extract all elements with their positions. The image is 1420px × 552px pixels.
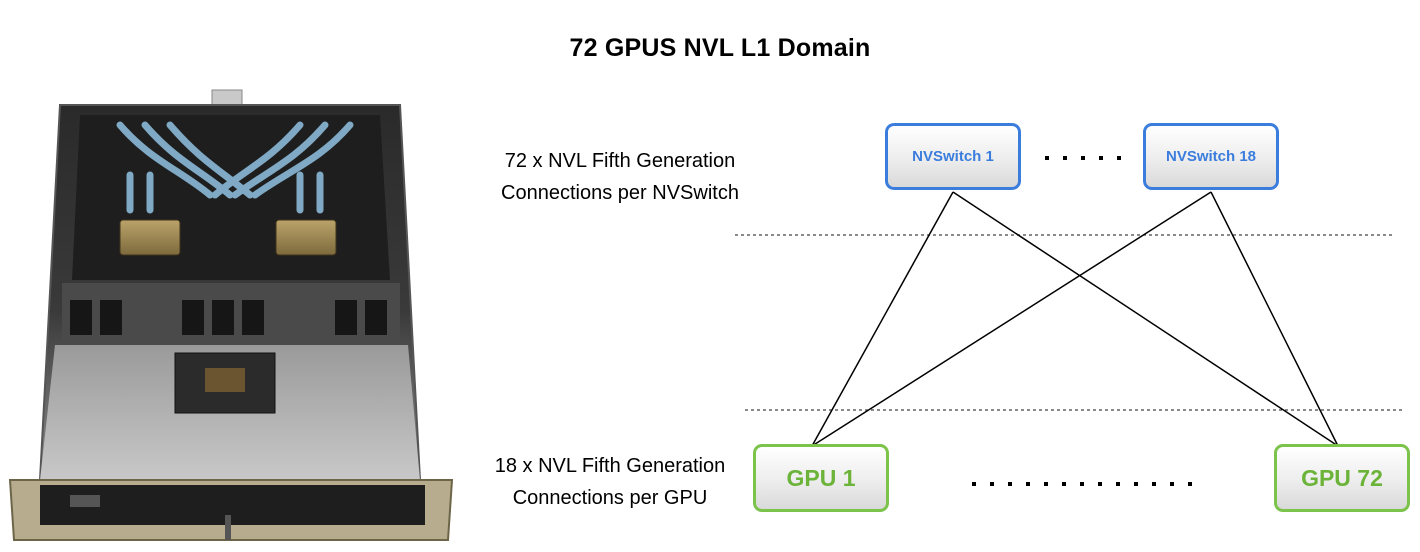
nvswitch-1-box: NVSwitch 1 bbox=[885, 123, 1021, 190]
nvswitch-18-box: NVSwitch 18 bbox=[1143, 123, 1279, 190]
nvswitch-connections-label: 72 x NVL Fifth Generation Connections pe… bbox=[501, 150, 739, 204]
nvswitch-tray-image bbox=[8, 89, 454, 541]
gpu-72-label: GPU 72 bbox=[1301, 464, 1383, 491]
gpu-connections-label: 18 x NVL Fifth Generation Connections pe… bbox=[494, 455, 726, 509]
nvswitch-18-label: NVSwitch 18 bbox=[1165, 148, 1257, 165]
link-nvswitch1-gpu1 bbox=[811, 191, 954, 447]
nvswitch-1-label: NVSwitch 1 bbox=[912, 148, 994, 165]
link-nvswitch18-gpu72 bbox=[1210, 191, 1339, 447]
gpu-1-box: GPU 1 bbox=[753, 444, 889, 512]
link-nvswitch18-gpu1 bbox=[811, 191, 1212, 447]
link-nvswitch1-gpu72 bbox=[952, 191, 1339, 447]
gpu-72-box: GPU 72 bbox=[1274, 444, 1410, 512]
gpu-1-label: GPU 1 bbox=[786, 464, 856, 491]
switch-ellipsis bbox=[1045, 156, 1121, 160]
page-title: 72 GPUS NVL L1 Domain bbox=[569, 34, 871, 62]
gpu-ellipsis bbox=[972, 482, 1192, 486]
